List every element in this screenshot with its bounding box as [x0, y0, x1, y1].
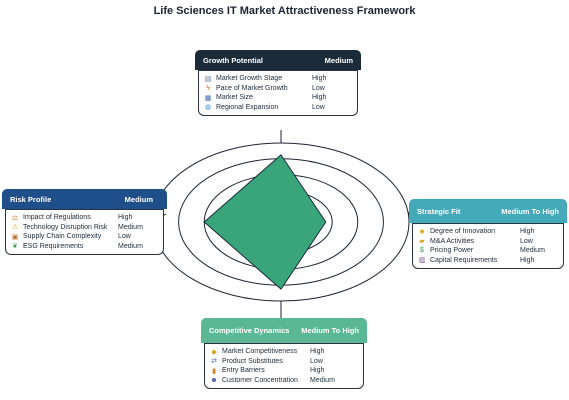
item-label: Entry Barriers [222, 367, 265, 375]
globe-icon: ◍ [204, 104, 212, 112]
item-value: High [312, 94, 327, 102]
strategic-fit-title: Strategic Fit [417, 206, 461, 216]
item-value: Low [310, 357, 323, 365]
list-item: ✹ Degree of Innovation High [418, 227, 558, 237]
risk-profile-header: Risk Profile Medium [2, 189, 167, 209]
chart-icon: ▤ [204, 75, 212, 83]
lightning-icon: ϟ [206, 84, 210, 92]
item-label: Capital Requirements [430, 256, 498, 264]
risk-profile-panel: Risk Profile Medium ⚖ Impact of Regulatio… [2, 189, 167, 255]
item-value: High [118, 214, 133, 222]
radar-shape [203, 154, 327, 290]
item-label: Degree of Innovation [430, 228, 495, 236]
item-value: High [520, 228, 535, 236]
item-label: ESG Requirements [23, 242, 84, 250]
grid-icon: ▦ [204, 94, 212, 102]
competitive-dynamics-header: Competitive Dynamics Medium To High [201, 318, 367, 343]
list-item: ❦ ESG Requirements Medium [11, 242, 158, 252]
list-item: ⚠ Technology Disruption Risk Medium [11, 223, 158, 233]
item-value: Medium [118, 223, 143, 231]
dollar-icon: $ [420, 247, 424, 255]
competitive-dynamics-rating: Medium To High [301, 326, 359, 335]
building-icon: ▥ [418, 257, 426, 265]
item-label: Product Substitutes [222, 357, 283, 365]
item-value: Medium [520, 247, 545, 255]
item-value: Low [312, 84, 325, 92]
strategic-fit-panel: Strategic Fit Medium To High ✹ Degree of … [409, 199, 567, 269]
list-item: ◍ Regional Expansion Low [204, 103, 352, 113]
item-label: Technology Disruption Risk [23, 223, 108, 231]
item-label: Supply Chain Complexity [23, 233, 102, 241]
item-label: Pricing Power [430, 247, 474, 255]
item-label: Regional Expansion [216, 103, 279, 111]
list-item: ▰ M&A Activities Low [418, 237, 558, 247]
leaf-icon: ❦ [12, 243, 18, 251]
item-value: Low [520, 237, 533, 245]
growth-potential-title: Growth Potential [203, 55, 263, 65]
competitive-dynamics-title: Competitive Dynamics [209, 326, 290, 335]
item-label: Customer Concentration [222, 376, 298, 384]
list-item: ◆ Market Competitiveness High [210, 347, 358, 357]
lock-icon: ▮ [212, 367, 216, 375]
list-item: ☻ Customer Concentration Medium [210, 376, 358, 386]
boxes-icon: ▣ [11, 233, 19, 241]
tag-icon: ◆ [211, 348, 217, 356]
list-item: $ Pricing Power Medium [418, 246, 558, 256]
item-label: M&A Activities [430, 237, 474, 245]
growth-potential-panel: Growth Potential Medium ▤ Market Growth S… [195, 50, 361, 116]
competitive-dynamics-panel: Competitive Dynamics Medium To High ◆ Mar… [201, 318, 367, 389]
growth-potential-header: Growth Potential Medium [195, 50, 361, 70]
item-value: High [310, 367, 325, 375]
scale-icon: ⚖ [11, 214, 19, 222]
list-item: ⇄ Product Substitutes Low [210, 357, 358, 367]
item-value: Low [312, 103, 325, 111]
risk-profile-title: Risk Profile [10, 194, 52, 204]
item-label: Market Growth Stage [216, 75, 283, 83]
item-label: Market Size [216, 94, 253, 102]
item-label: Pace of Market Growth [216, 84, 288, 92]
item-value: Medium [118, 242, 143, 250]
item-label: Market Competitiveness [222, 348, 298, 356]
list-item: ▥ Capital Requirements High [418, 256, 558, 266]
list-item: ϟ Pace of Market Growth Low [204, 84, 352, 94]
swap-icon: ⇄ [211, 358, 217, 366]
handshake-icon: ▰ [419, 238, 425, 246]
lightbulb-icon: ✹ [419, 228, 425, 236]
page-title: Life Sciences IT Market Attractiveness F… [153, 5, 416, 17]
list-item: ▦ Market Size High [204, 93, 352, 103]
item-value: Low [118, 233, 131, 241]
item-value: Medium [310, 376, 335, 384]
item-label: Impact of Regulations [23, 214, 91, 222]
list-item: ⚖ Impact of Regulations High [11, 213, 158, 223]
people-icon: ☻ [210, 376, 218, 384]
item-value: High [520, 256, 535, 264]
item-value: High [310, 348, 325, 356]
strategic-fit-header: Strategic Fit Medium To High [409, 199, 567, 223]
warning-icon: ⚠ [11, 224, 19, 232]
growth-potential-rating: Medium [324, 55, 353, 65]
risk-profile-rating: Medium [124, 194, 153, 204]
strategic-fit-rating: Medium To High [501, 206, 559, 216]
list-item: ▮ Entry Barriers High [210, 366, 358, 376]
risk-profile-list: ⚖ Impact of Regulations High ⚠ Technology D… [5, 209, 164, 255]
list-item: ▤ Market Growth Stage High [204, 74, 352, 84]
item-value: High [312, 75, 327, 83]
list-item: ▣ Supply Chain Complexity Low [11, 232, 158, 242]
